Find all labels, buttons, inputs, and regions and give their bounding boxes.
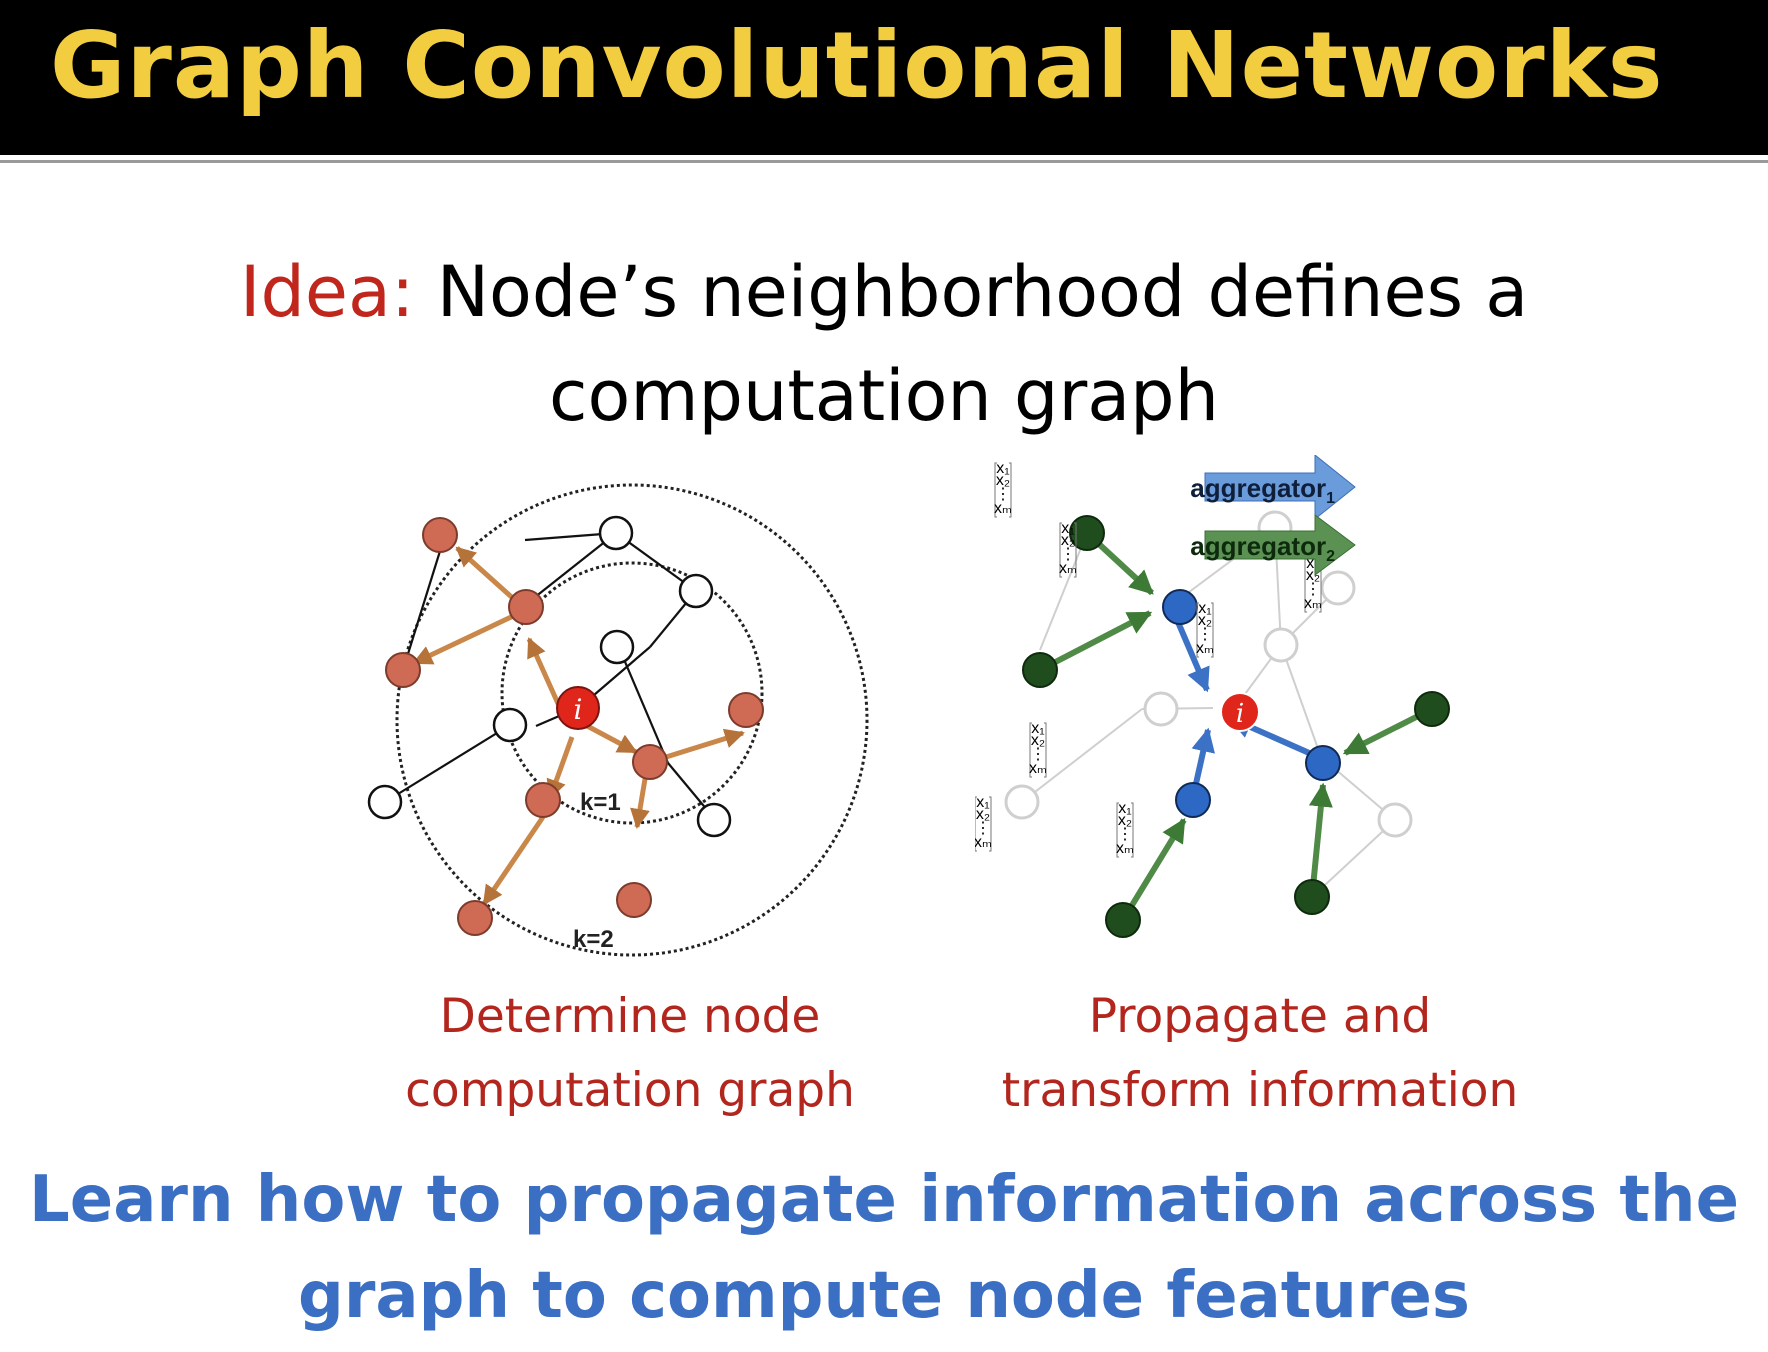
computation-graph-svg: i k=1 k=2 [367,483,869,957]
aggregator-2-label: aggregator [1190,531,1326,561]
propagation-figure: x₁ x₂ ⋮ xₘ [975,455,1595,995]
aggregator-1-subscript: 1 [1326,490,1335,507]
feature-vector [993,459,1013,518]
feature-vector [1115,799,1135,858]
aggregator-2-subscript: 2 [1326,548,1335,565]
center-node-label: i [574,693,583,726]
node-green [1414,691,1450,727]
right-caption-line-1: Propagate and [1088,989,1432,1044]
left-caption-line-2: computation graph [405,1063,855,1118]
node-blue [1305,745,1341,781]
takeaway-line-1: Learn how to propagate information acros… [29,1163,1739,1237]
aggregator-1-arrow: aggregator1 [1190,455,1356,521]
node-green [1294,879,1330,915]
svg-text:aggregator2: aggregator2 [1190,531,1335,565]
node-white [696,802,732,838]
node-white [492,707,528,743]
node-orange [457,900,493,936]
node-white [599,629,635,665]
node-blue [1175,782,1211,818]
computation-graph-figure: i k=1 k=2 [340,455,960,995]
aggregator-1-label: aggregator [1190,473,1326,503]
feature-vector [975,793,993,852]
node-white [678,573,714,609]
center-node-label: i [1236,699,1244,729]
node-orange [508,589,544,625]
header-divider [0,160,1768,163]
node-faded [1143,691,1179,727]
center-node [556,686,600,730]
idea-line-1: Idea: Node’s neighborhood defines a [0,240,1768,344]
node-orange [525,782,561,818]
right-caption: Propagate and transform information [960,980,1560,1128]
slide-header [0,0,1768,155]
node-faded [1320,570,1356,606]
node-orange [632,744,668,780]
takeaway-line-2: graph to compute node features [298,1259,1470,1333]
k1-label: k=1 [580,789,621,816]
node-white [367,784,403,820]
node-green [1105,902,1141,938]
node-green [1022,652,1058,688]
idea-line-2: computation graph [549,355,1219,437]
hop-2-ring [395,483,869,957]
feature-vector [1195,599,1215,658]
left-caption-line-1: Determine node [439,989,821,1044]
key-takeaway: Learn how to propagate information acros… [0,1152,1768,1344]
idea-label: Idea: [239,251,415,333]
node-faded [1004,784,1040,820]
node-orange [616,882,652,918]
black-edges [384,531,719,824]
node-orange [422,517,458,553]
node-faded [1377,802,1413,838]
node-orange [728,692,764,728]
propagation-svg: x₁ x₂ ⋮ xₘ [975,455,1450,938]
node-white [598,515,634,551]
feature-vector [1028,719,1048,778]
aggregator-2-arrow: aggregator2 [1190,514,1356,576]
center-node [1220,692,1260,732]
slide-title: Graph Convolutional Networks [50,12,1664,119]
left-caption: Determine node computation graph [350,980,910,1128]
feature-vector [1058,519,1078,578]
right-caption-line-2: transform information [1001,1063,1519,1118]
node-orange [385,652,421,688]
svg-text:aggregator1: aggregator1 [1190,473,1335,507]
k2-label: k=2 [573,926,614,953]
node-faded [1263,627,1299,663]
idea-statement: Idea: Node’s neighborhood defines a comp… [0,240,1768,448]
idea-text-1: Node’s neighborhood defines a [414,251,1529,333]
node-blue [1162,589,1198,625]
